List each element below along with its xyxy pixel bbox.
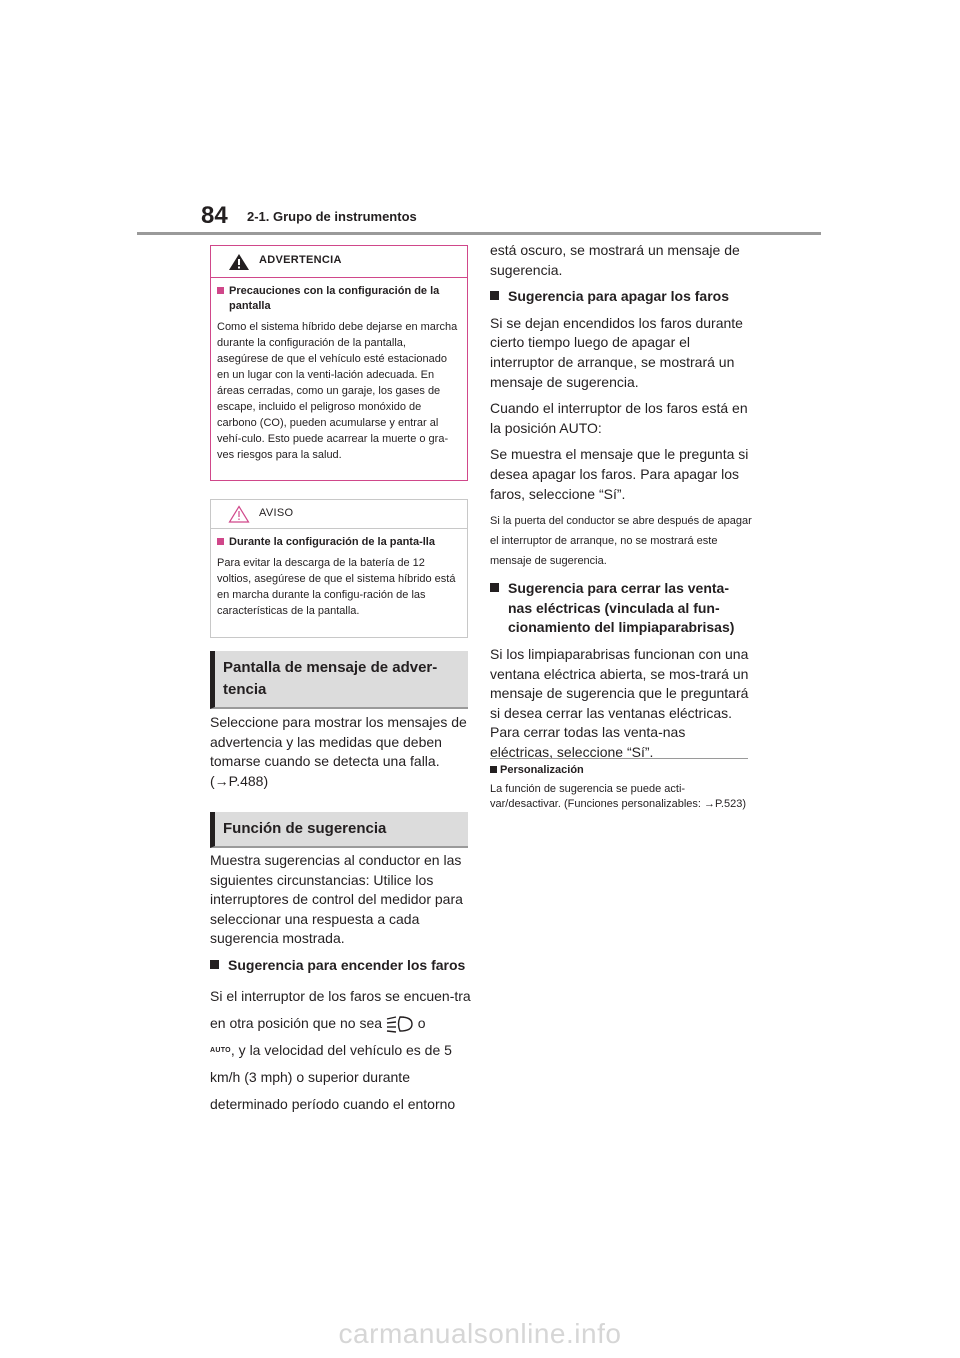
square-bullet-icon [217, 538, 224, 545]
warning-subheading-text: Precauciones con la configuración de la … [229, 285, 440, 312]
warning-box: ADVERTENCIA Precauciones con la configur… [210, 245, 468, 481]
personalization-heading: Personalización [490, 763, 748, 778]
notice-box: AVISO Durante la configuración de la pan… [210, 499, 468, 638]
notice-text: Para evitar la descarga de la batería de… [217, 557, 456, 617]
bullet-headlights-off: Sugerencia para apagar los faros [490, 287, 752, 307]
headlights-off-p3: Se muestra el mensaje que le pregunta si… [490, 446, 749, 502]
notice-header: AVISO [211, 500, 467, 529]
personalization-block: Personalización La función de sugerencia… [490, 763, 748, 812]
headlight-icon [386, 1016, 413, 1033]
suggestion-intro: Muestra sugerencias al conductor en las … [210, 852, 463, 947]
headlights-off-note: Si la puerta del conductor se abre despu… [490, 515, 752, 568]
headlights-on-text-a: Si el interruptor de los faros se encuen… [210, 987, 471, 1031]
warning-messages-text: Seleccione para mostrar los mensajes de … [210, 714, 467, 789]
section-title: 2-1. Grupo de instrumentos [247, 209, 417, 224]
warning-triangle-icon [229, 254, 249, 270]
square-bullet-icon [490, 291, 499, 301]
bullet-headlights-on-title: Sugerencia para encender los faros [228, 956, 466, 973]
notice-subheading: Durante la configuración de la panta-lla [217, 535, 459, 550]
headlights-on-text-b: , y la velocidad del vehículo es de 5 km… [210, 1041, 456, 1112]
notice-triangle-icon [228, 505, 250, 523]
warning-header: ADVERTENCIA [211, 246, 467, 278]
square-bullet-icon [217, 287, 224, 294]
section-heading-suggestion: Función de sugerencia [210, 812, 468, 848]
headlights-on-text-or: o [417, 1014, 426, 1031]
suggestion-left-text: Muestra sugerencias al conductor en las … [210, 851, 472, 1118]
square-bullet-icon [490, 766, 497, 773]
bullet-power-windows-title: Sugerencia para cerrar las venta-nas elé… [508, 580, 735, 636]
warning-title: ADVERTENCIA [259, 254, 342, 266]
warning-subheading: Precauciones con la configuración de la … [217, 284, 459, 314]
auto-icon: AUTO [210, 1046, 231, 1054]
square-bullet-icon [210, 959, 219, 969]
watermark: carmanualsonline.info [338, 1318, 622, 1349]
right-column: está oscuro, se mostrará un mensaje de s… [490, 241, 752, 769]
bullet-power-windows: Sugerencia para cerrar las venta-nas elé… [490, 579, 752, 638]
personalization-title: Personalización [500, 764, 584, 776]
section-heading-warning-messages: Pantalla de mensaje de adver-tencia [210, 651, 468, 709]
headlights-on-text-c: está oscuro, se mostrará un mensaje de s… [490, 242, 740, 278]
personalization-text: La función de sugerencia se puede acti-v… [490, 783, 746, 810]
header-rule [137, 232, 821, 235]
power-windows-text: Si los limpiaparabrisas funcionan con un… [490, 645, 749, 760]
headlights-off-p1: Si se dejan encendidos los faros durante… [490, 314, 743, 390]
notice-title: AVISO [259, 507, 294, 519]
left-column-lower: Seleccione para mostrar los mensajes de … [210, 713, 472, 798]
headlights-off-p2: Cuando el interruptor de los faros está … [490, 400, 748, 436]
bullet-headlights-off-title: Sugerencia para apagar los faros [508, 288, 729, 305]
page-number: 84 [201, 202, 228, 229]
square-bullet-icon [490, 583, 499, 593]
headlights-on-text: Si el interruptor de los faros se encuen… [210, 983, 472, 1118]
warning-text: Como el sistema híbrido debe dejarse en … [217, 321, 458, 461]
notice-subheading-text: Durante la configuración de la panta-lla [229, 536, 435, 548]
personalization-rule [490, 758, 748, 759]
bullet-headlights-on: Sugerencia para encender los faros [210, 956, 472, 976]
